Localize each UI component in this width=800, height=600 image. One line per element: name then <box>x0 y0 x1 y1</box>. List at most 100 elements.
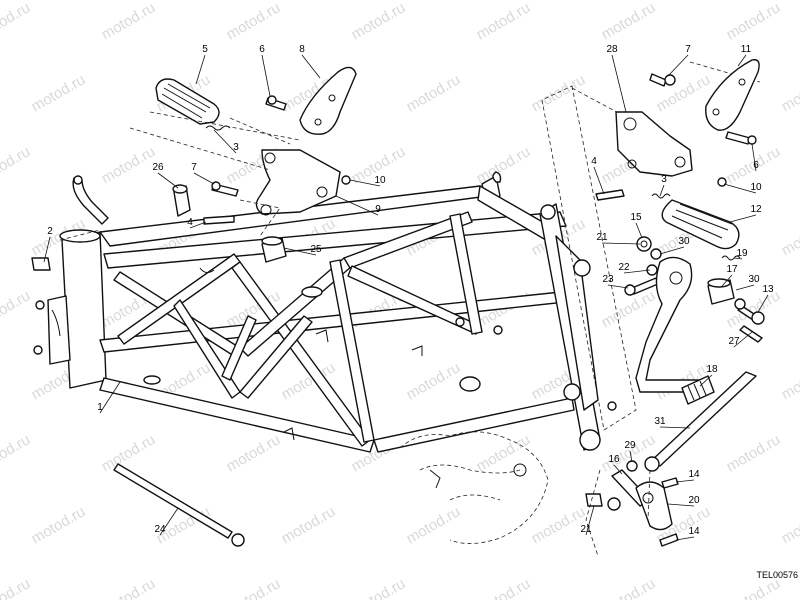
callout-leaders <box>43 54 769 541</box>
callout-leader-22 <box>623 269 651 274</box>
callout-label-31: 31 <box>654 416 666 427</box>
callout-label-3: 3 <box>233 142 239 153</box>
callout-leader-14 <box>675 479 695 483</box>
callout-leader-7 <box>193 172 215 185</box>
watermark-text: motod.ru <box>279 503 339 547</box>
callout-label-9: 9 <box>375 204 381 215</box>
callout-leader-26 <box>157 172 179 189</box>
watermark-text: motod.ru <box>529 71 589 115</box>
callout-label-10: 10 <box>374 175 386 186</box>
callout-leader-5 <box>195 54 206 85</box>
callout-leader-23 <box>607 284 629 289</box>
callout-leader-7 <box>667 54 689 77</box>
watermark-text: motod.ru <box>224 431 284 475</box>
callout-label-15: 15 <box>630 212 642 223</box>
watermark-text: motod.ru <box>404 503 464 547</box>
callout-label-19: 19 <box>736 248 748 259</box>
callout-leader-10 <box>723 183 757 194</box>
callout-leader-28 <box>611 54 627 113</box>
watermark-text: motod.ru <box>29 71 89 115</box>
watermark-text: motod.ru <box>474 431 534 475</box>
watermark-text: motod.ru <box>0 0 33 43</box>
callout-leader-21 <box>585 505 595 536</box>
callout-leader-2 <box>43 236 51 263</box>
callout-leader-10 <box>349 179 381 187</box>
watermark-text: motod.ru <box>724 431 784 475</box>
watermark-text: motod.ru <box>779 503 800 547</box>
watermark-text: motod.ru <box>779 215 800 259</box>
callout-label-7: 7 <box>191 162 197 173</box>
watermark-text: motod.ru <box>99 143 159 187</box>
left-footrest-assembly <box>31 66 357 547</box>
callout-label-4: 4 <box>591 156 597 167</box>
engine-fragment <box>399 431 549 544</box>
callout-label-25: 25 <box>310 244 322 255</box>
callout-label-16: 16 <box>608 454 620 465</box>
callout-label-26: 26 <box>152 162 164 173</box>
callout-leader-19 <box>733 257 743 260</box>
callout-leader-18 <box>699 374 713 387</box>
watermark-text: motod.ru <box>529 503 589 547</box>
callout-leader-9 <box>335 195 379 216</box>
callout-label-8: 8 <box>299 44 305 55</box>
callout-label-14: 14 <box>688 526 700 537</box>
watermark-text: motod.ru <box>779 71 800 115</box>
watermark-text: motod.ru <box>99 0 159 43</box>
watermark-text: motod.ru <box>99 431 159 475</box>
callout-leader-12 <box>729 214 757 223</box>
callout-label-17: 17 <box>726 264 738 275</box>
watermark-text: motod.ru <box>349 0 409 43</box>
callout-label-24: 24 <box>154 524 166 535</box>
watermark-text: motod.ru <box>29 503 89 547</box>
callout-label-21: 21 <box>580 524 592 535</box>
callout-label-6: 6 <box>259 44 265 55</box>
callout-label-22: 22 <box>618 262 630 273</box>
callout-label-21: 21 <box>596 232 608 243</box>
callout-leader-13 <box>757 294 769 313</box>
callout-label-7: 7 <box>685 44 691 55</box>
callout-leader-16 <box>613 464 623 475</box>
callout-label-11: 11 <box>741 44 752 55</box>
callout-leader-31 <box>659 426 691 429</box>
callout-leader-6 <box>261 54 271 97</box>
callout-label-14: 14 <box>688 469 700 480</box>
callout-leader-8 <box>301 54 321 79</box>
callout-leader-24 <box>159 507 179 536</box>
callout-label-12: 12 <box>750 204 762 215</box>
callout-label-2: 2 <box>47 226 53 237</box>
callout-label-1: 1 <box>97 402 103 413</box>
watermark-text: motod.ru <box>224 0 284 43</box>
callout-leader-4 <box>189 221 207 229</box>
callout-leader-20 <box>667 503 695 507</box>
callout-leader-30 <box>659 246 685 255</box>
callout-leader-4 <box>593 166 605 195</box>
main-frame <box>33 171 617 453</box>
callout-leader-21 <box>601 242 641 245</box>
watermark-text: motod.ru <box>0 143 33 187</box>
callout-leader-30 <box>735 284 755 291</box>
callout-label-28: 28 <box>606 44 618 55</box>
callout-label-20: 20 <box>688 495 700 506</box>
watermark-text: motod.ru <box>0 431 33 475</box>
watermark-text: motod.ru <box>0 575 33 600</box>
callout-label-6: 6 <box>753 160 759 171</box>
callout-leader-25 <box>283 247 317 256</box>
callout-leader-14 <box>675 536 695 541</box>
watermark-text: motod.ru <box>404 71 464 115</box>
callout-label-18: 18 <box>706 364 718 375</box>
callout-label-30: 30 <box>678 236 690 247</box>
right-footrest-assembly <box>541 59 765 557</box>
watermark-text: motod.ru <box>0 287 33 331</box>
watermark-text: motod.ru <box>474 143 534 187</box>
callout-leader-3 <box>659 184 665 197</box>
callout-label-4: 4 <box>187 217 193 228</box>
callout-label-10: 10 <box>750 182 762 193</box>
watermark-text: motod.ru <box>779 359 800 403</box>
callout-leader-27 <box>733 331 753 348</box>
watermark-text: motod.ru <box>99 575 159 600</box>
callout-leader-17 <box>721 274 733 287</box>
watermark-text: motod.ru <box>474 0 534 43</box>
